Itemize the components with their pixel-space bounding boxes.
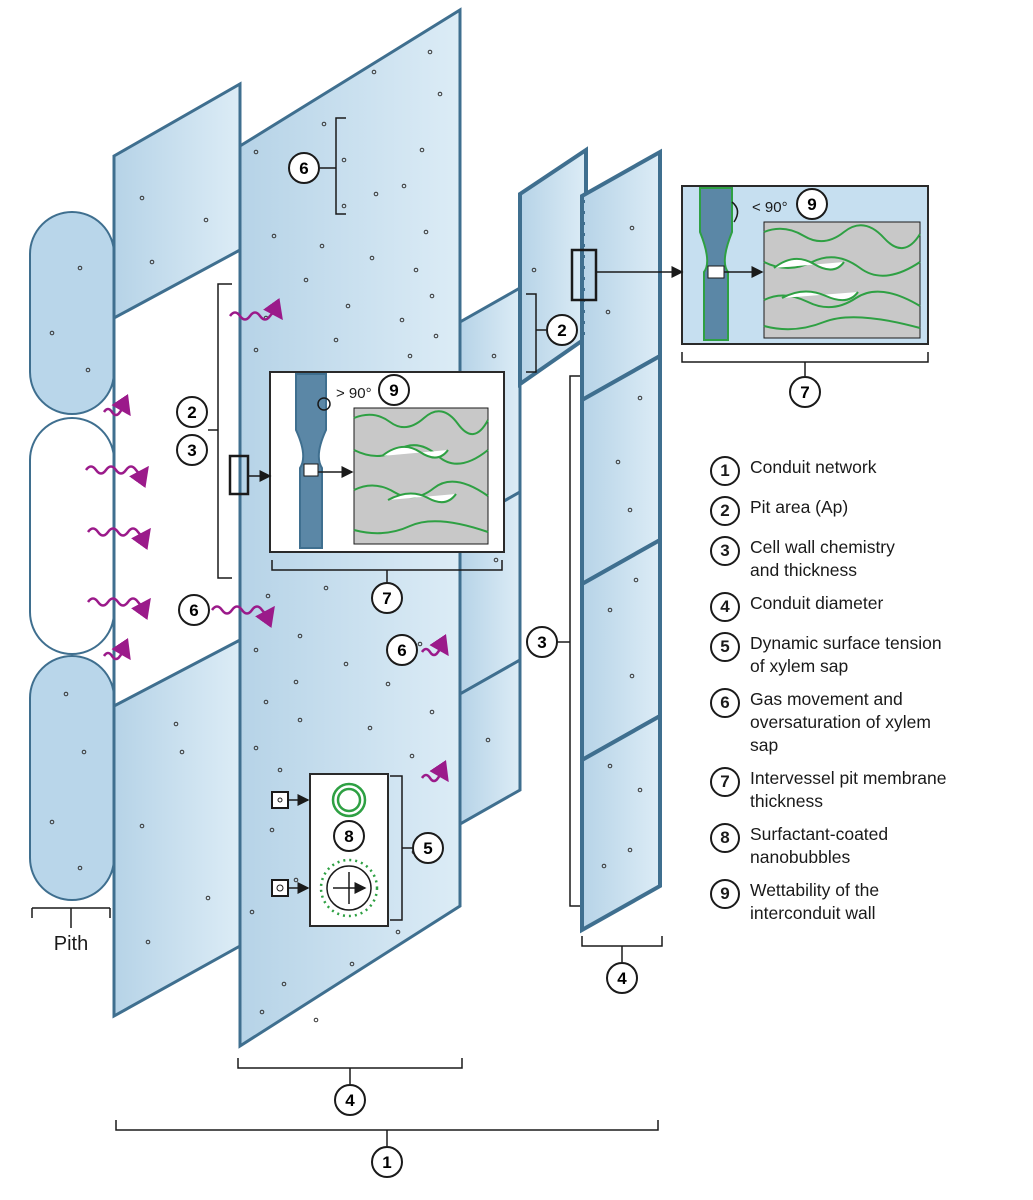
legend-item: 1 Conduit network — [706, 456, 1026, 486]
gas-arrow — [86, 527, 151, 551]
vessel-left — [112, 81, 242, 1019]
legend-text: Gas movement and oversaturation of xylem… — [750, 689, 931, 755]
gas-arrow — [102, 637, 131, 661]
svg-text:1: 1 — [382, 1153, 391, 1172]
legend-number: 6 — [710, 688, 740, 718]
marker-3-right: 3 — [526, 626, 558, 658]
svg-text:6: 6 — [397, 641, 406, 660]
marker-1: 1 — [371, 1146, 403, 1178]
vessel-right-column — [580, 352, 662, 934]
gas-arrow — [84, 465, 149, 489]
svg-text:7: 7 — [800, 383, 809, 402]
svg-text:8: 8 — [344, 827, 353, 846]
legend-number: 8 — [710, 823, 740, 853]
legend-number: 1 — [710, 456, 740, 486]
legend-item: 7 Intervessel pit membrane thickness — [706, 767, 1026, 813]
legend-item: 3 Cell wall chemistry and thickness — [706, 536, 1026, 582]
marker-6-left: 6 — [178, 594, 210, 626]
vessel-middle-right — [458, 285, 522, 827]
marker-9-top: 9 — [796, 188, 828, 220]
marker-6-right: 6 — [386, 634, 418, 666]
svg-text:2: 2 — [557, 321, 566, 340]
legend-number: 9 — [710, 879, 740, 909]
pith-cells — [29, 211, 115, 901]
brackets — [115, 117, 929, 1146]
legend-item: 4 Conduit diameter — [706, 592, 1026, 622]
pith-cell-bottom — [29, 655, 115, 901]
legend-number: 3 — [710, 536, 740, 566]
markers: 6 2 3 6 6 2 3 9 9 7 7 8 5 4 4 1 — [176, 152, 828, 1178]
svg-text:3: 3 — [537, 633, 546, 652]
legend-text: Dynamic surface tension of xylem sap — [750, 633, 942, 676]
pit-selector-middle — [228, 454, 250, 496]
legend-number: 5 — [710, 632, 740, 662]
legend-item: 6 Gas movement and oversaturation of xyl… — [706, 688, 1026, 757]
svg-text:6: 6 — [189, 601, 198, 620]
nanobubble-selector-top — [271, 791, 289, 809]
marker-8: 8 — [333, 820, 365, 852]
marker-4-right: 4 — [606, 962, 638, 994]
marker-2-right: 2 — [546, 314, 578, 346]
gas-arrow — [210, 605, 275, 629]
marker-3-left: 3 — [176, 434, 208, 466]
pith-label: Pith — [54, 933, 88, 955]
legend-text: Intervessel pit membrane thickness — [750, 768, 947, 811]
marker-7-top: 7 — [789, 376, 821, 408]
gas-arrow — [86, 597, 151, 621]
marker-9-middle: 9 — [378, 374, 410, 406]
svg-text:4: 4 — [345, 1091, 355, 1110]
legend-text: Cell wall chemistry and thickness — [750, 537, 895, 580]
legend-number: 2 — [710, 496, 740, 526]
legend-item: 8 Surfactant-coated nanobubbles — [706, 823, 1026, 869]
svg-text:7: 7 — [382, 589, 391, 608]
svg-text:4: 4 — [617, 969, 627, 988]
legend-text: Pit area (Ap) — [750, 497, 849, 517]
legend: 1 Conduit network 2 Pit area (Ap) 3 Cell… — [706, 456, 1026, 935]
nanobubble-selector-bottom — [271, 879, 289, 897]
legend-number: 4 — [710, 592, 740, 622]
legend-number: 7 — [710, 767, 740, 797]
gas-arrow — [420, 759, 449, 783]
marker-5: 5 — [412, 832, 444, 864]
svg-text:6: 6 — [299, 159, 308, 178]
pit-selector-top — [570, 248, 598, 302]
gas-arrow — [420, 633, 449, 657]
svg-text:9: 9 — [389, 381, 398, 400]
svg-text:2: 2 — [187, 403, 196, 422]
vessel-upper-right — [518, 146, 662, 404]
legend-text: Surfactant-coated nanobubbles — [750, 824, 889, 867]
legend-text: Conduit network — [750, 457, 877, 477]
svg-text:5: 5 — [423, 839, 432, 858]
svg-text:9: 9 — [807, 195, 816, 214]
inset-mid-angle: > 90° — [336, 385, 372, 402]
marker-4-central: 4 — [334, 1084, 366, 1116]
gas-arrow — [102, 393, 131, 417]
gas-arrow — [228, 297, 283, 321]
marker-7-middle: 7 — [371, 582, 403, 614]
legend-item: 5 Dynamic surface tension of xylem sap — [706, 632, 1026, 678]
legend-item: 9 Wettability of the interconduit wall — [706, 879, 1026, 925]
inset-top-angle: < 90° — [752, 199, 788, 216]
legend-text: Conduit diameter — [750, 593, 884, 613]
gas-arrows — [84, 297, 449, 783]
marker-6-top: 6 — [288, 152, 320, 184]
svg-text:3: 3 — [187, 441, 196, 460]
pith-cell-top — [29, 211, 115, 415]
legend-text: Wettability of the interconduit wall — [750, 880, 880, 923]
marker-2-left: 2 — [176, 396, 208, 428]
legend-item: 2 Pit area (Ap) — [706, 496, 1026, 526]
